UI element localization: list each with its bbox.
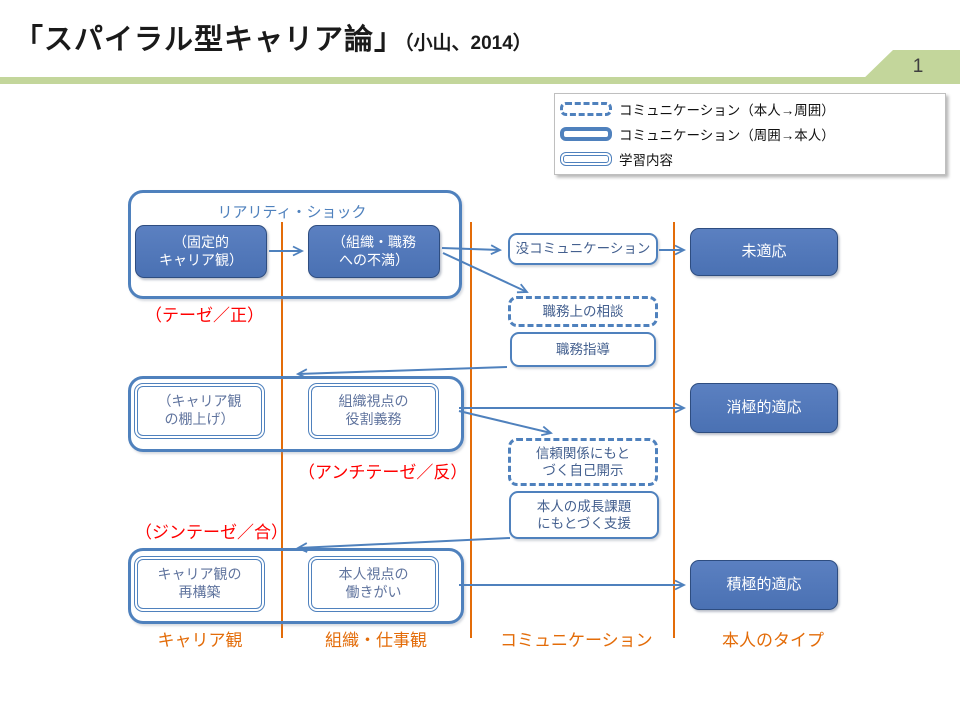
box-self-disclosure: 信頼関係にもと づく自己開示 [508, 438, 658, 486]
box-work-consultation: 職務上の相談 [508, 296, 658, 327]
tag-these: （テーゼ／正） [145, 306, 264, 325]
box-job-guidance: 職務指導 [510, 332, 656, 367]
box-maladaptation: 未適応 [690, 228, 838, 276]
column-label-communication: コミュニケーション [500, 631, 653, 650]
dashed-box-icon [560, 102, 612, 116]
box-no-communication: 没コミュニケーション [508, 233, 658, 265]
column-divider-2 [470, 222, 472, 638]
column-divider-1 [281, 222, 283, 638]
solid-box-icon [560, 127, 612, 141]
group-reality-shock-label: リアリティ・ショック [217, 204, 367, 221]
page-number: 1 [912, 56, 924, 77]
slide-title: 「スパイラル型キャリア論」（小山、2014） [14, 16, 532, 58]
header-divider-band [0, 77, 960, 84]
box-career-rebuild: キャリア観の 再構築 [134, 556, 265, 612]
legend-label: コミュニケーション（本人→周囲） [619, 103, 835, 118]
box-active-adaptation: 積極的適応 [690, 560, 838, 610]
slide-title-suffix: （小山、2014） [404, 33, 532, 54]
column-label-org-work-view: 組織・仕事観 [325, 631, 427, 650]
box-org-role-duty: 組織視点の 役割義務 [308, 383, 439, 439]
legend-label: コミュニケーション（周囲→本人） [619, 128, 835, 143]
box-personal-motivation: 本人視点の 働きがい [308, 556, 439, 612]
arrow-to-self-disclosure [458, 410, 551, 433]
legend-label: 学習内容 [619, 153, 673, 168]
arrow-guidance-to-antithese-group [298, 366, 508, 374]
box-fixed-career-view: （固定的 キャリア観） [135, 225, 267, 278]
box-career-view-shelved: （キャリア観 の棚上げ） [134, 383, 265, 439]
box-dissatisfaction: （組織・職務 への不満） [308, 225, 440, 278]
double-box-icon [560, 152, 612, 166]
arrow-support-to-synthese-group [298, 537, 511, 548]
box-growth-support: 本人の成長課題 にもとづく支援 [509, 491, 659, 539]
group-reality-shock [128, 190, 462, 299]
legend-row-communication-out: コミュニケーション（本人→周囲） [555, 97, 945, 121]
column-label-person-type: 本人のタイプ [722, 631, 824, 650]
box-passive-adaptation: 消極的適応 [690, 383, 838, 433]
column-label-career-view: キャリア観 [157, 631, 243, 650]
legend: コミュニケーション（本人→周囲） コミュニケーション（周囲→本人） 学習内容 [554, 93, 946, 175]
legend-row-communication-in: コミュニケーション（周囲→本人） [555, 122, 945, 146]
legend-row-learning-content: 学習内容 [555, 147, 945, 171]
tag-synthese: （ジンテーゼ／合） [135, 523, 288, 542]
column-divider-3 [673, 222, 675, 638]
slide-title-main: 「スパイラル型キャリア論」 [14, 24, 405, 56]
tag-antithese: （アンチテーゼ／反） [298, 463, 468, 482]
